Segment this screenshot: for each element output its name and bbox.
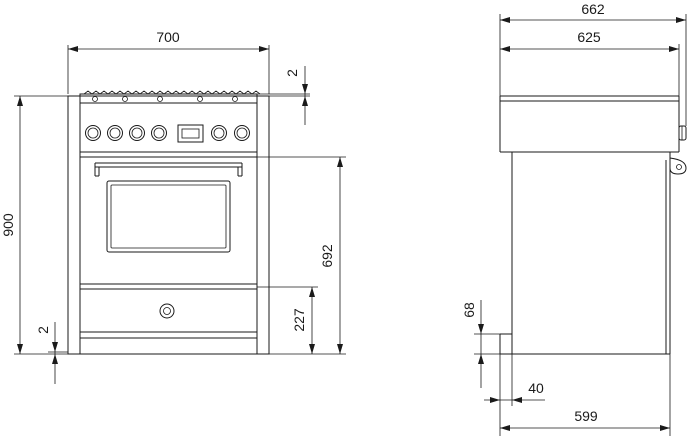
oven-door-handle [94,162,243,177]
front-view: 700 900 2 2 692 [0,29,346,384]
knob-1 [85,125,101,141]
dim-base-depth-label: 599 [574,408,598,424]
knob-2 [107,125,123,141]
handle-side-profile [669,157,687,175]
dim-drawer-height-label: 227 [291,308,307,332]
knob-3 [129,125,145,141]
dim-plinth-setback-label: 40 [528,380,544,396]
dim-plinth-height-label: 68 [461,302,477,318]
burner-grates [79,90,261,104]
dim-oven-height: 692 [319,157,343,354]
dim-bottom-gap: 2 [35,322,58,384]
knob-5 [211,125,227,141]
dim-overall-depth: 662 [500,1,686,23]
dim-top-gap-label: 2 [284,69,300,77]
dim-body-depth-label: 625 [577,29,601,45]
dim-body-depth: 625 [500,29,679,52]
side-view: 662 625 68 40 599 [461,1,687,436]
cooker-side-body [499,95,680,355]
dim-oven-height-label: 692 [319,244,335,268]
dim-overall-depth-label: 662 [581,1,605,17]
dim-height-900: 900 [0,96,23,354]
dim-plinth-height: 68 [461,300,484,388]
clock-display [177,124,204,143]
knob-6 [234,125,250,141]
dim-drawer-height: 227 [291,287,315,354]
cooker-front-body [67,95,270,355]
oven-window [106,180,231,253]
dim-plinth-setback: 40 [484,380,545,403]
dim-base-depth: 599 [500,408,670,431]
dim-width-700: 700 [68,29,269,52]
knob-4 [151,125,167,141]
drawer-knob [159,303,175,319]
knob-side-profile [678,125,687,141]
dim-top-gap: 2 [284,66,308,125]
dim-height-label: 900 [0,213,16,237]
dim-width-label: 700 [156,29,180,45]
control-knobs [85,125,250,141]
dim-bottom-gap-label: 2 [35,326,51,334]
